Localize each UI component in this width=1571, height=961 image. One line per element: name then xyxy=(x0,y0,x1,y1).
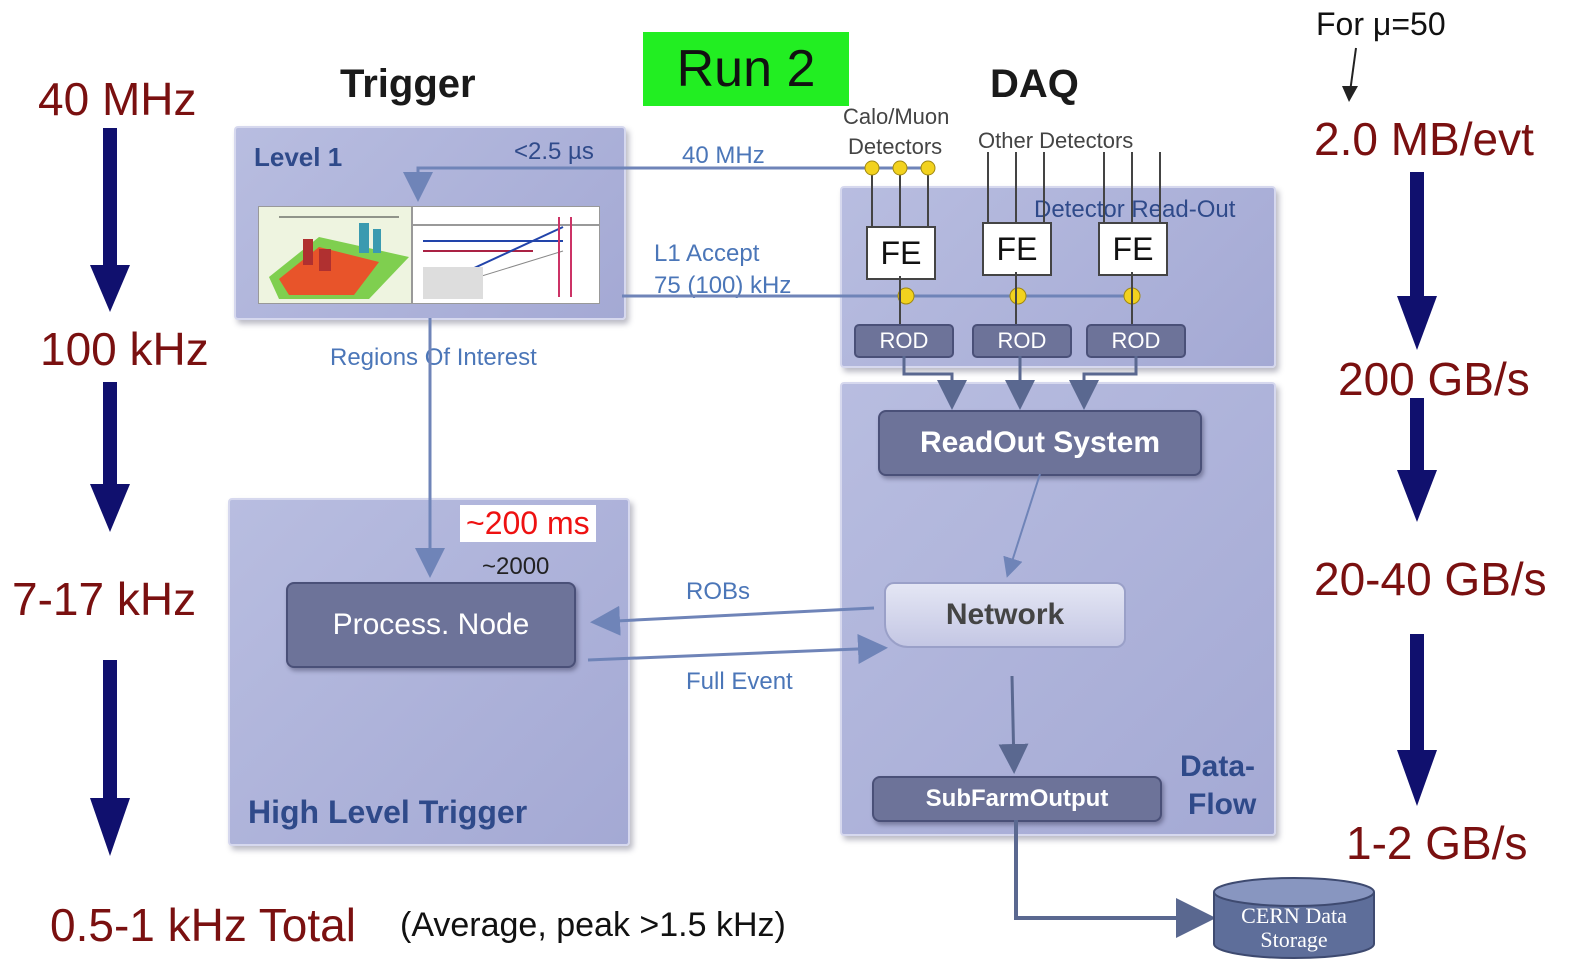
rod-box: ROD xyxy=(854,324,954,358)
mu-pointer-head xyxy=(1342,86,1358,102)
trigger-header: Trigger xyxy=(340,62,476,106)
full-event-line xyxy=(587,633,888,664)
other-detectors-label: Other Detectors xyxy=(978,128,1134,153)
rod-box: ROD xyxy=(1086,324,1186,358)
calorimeter-image xyxy=(258,206,412,304)
rate-40mhz: 40 MHz xyxy=(38,73,197,125)
link-robs: ROBs xyxy=(686,578,751,605)
link-l1-rate: 75 (100) kHz xyxy=(654,272,792,299)
link-full-event: Full Event xyxy=(686,668,793,695)
rate-total: 0.5-1 kHz Total xyxy=(50,899,356,951)
left-rate-arrows xyxy=(90,128,130,856)
muon-trigger-image xyxy=(412,206,600,304)
rate-note: (Average, peak >1.5 kHz) xyxy=(400,906,786,944)
mu-pointer xyxy=(1349,47,1357,93)
fe-box: FE xyxy=(982,222,1052,276)
dataflow-title-2: Flow xyxy=(1188,788,1257,821)
calorimeter-graphic xyxy=(259,207,411,303)
level1-title: Level 1 xyxy=(254,142,343,172)
readout-system: ReadOut System xyxy=(878,410,1202,476)
fe-box: FE xyxy=(866,226,936,280)
storage-label-line2: Storage xyxy=(1260,927,1328,952)
rate-7-17khz: 7-17 kHz xyxy=(12,573,197,625)
node-count: ~2000 xyxy=(482,553,550,580)
rod-box: ROD xyxy=(972,324,1072,358)
calo-muon-label: Calo/Muon xyxy=(843,104,950,129)
process-node: Process. Node xyxy=(286,582,576,668)
rate-200gbs: 200 GB/s xyxy=(1338,353,1530,405)
run-badge: Run 2 xyxy=(643,32,849,106)
dataflow-title: Data- xyxy=(1180,750,1256,783)
link-l1-accept: L1 Accept xyxy=(654,240,760,267)
rate-mb-per-event: 2.0 MB/evt xyxy=(1314,113,1534,165)
rate-20-40gbs: 20-40 GB/s xyxy=(1314,553,1547,605)
hlt-title: High Level Trigger xyxy=(248,794,528,830)
right-rate-arrows xyxy=(1397,172,1437,806)
level1-latency: <2.5 µs xyxy=(514,138,594,165)
fe-box: FE xyxy=(1098,222,1168,276)
link-40mhz: 40 MHz xyxy=(682,142,765,169)
daq-header: DAQ xyxy=(990,62,1079,106)
storage-label-line1: CERN Data xyxy=(1241,903,1347,928)
mu-label: For μ=50 xyxy=(1316,6,1446,42)
link-roi: Regions Of Interest xyxy=(330,344,537,371)
muon-graphic xyxy=(413,207,599,303)
robs-line xyxy=(590,605,875,636)
rate-100khz: 100 kHz xyxy=(40,323,209,375)
subfarm-output: SubFarmOutput xyxy=(872,776,1162,822)
calo-muon-label-2: Detectors xyxy=(848,134,943,159)
network-box: Network xyxy=(884,582,1126,648)
detector-readout-label: Detector Read-Out xyxy=(1034,196,1236,223)
hlt-latency: ~200 ms xyxy=(460,505,596,542)
storage-label: CERN Data Storage xyxy=(1214,904,1374,952)
rate-1-2gbs: 1-2 GB/s xyxy=(1346,817,1528,869)
